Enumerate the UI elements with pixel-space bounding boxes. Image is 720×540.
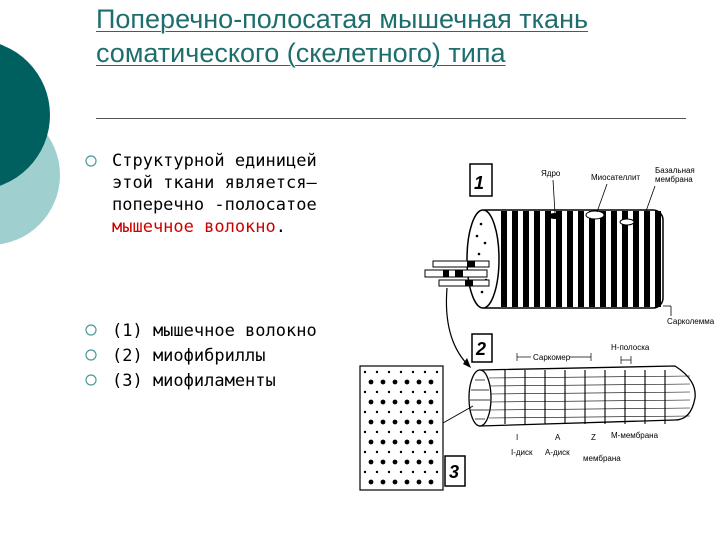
protruding-myofibrils	[425, 261, 489, 286]
decorative-circles	[0, 0, 100, 300]
label-membrane: мембрана	[583, 454, 621, 463]
label-a: A	[555, 433, 561, 442]
label-sarcolemma: Сарколемма	[667, 317, 715, 326]
bullet-marker-icon	[84, 373, 98, 387]
label-basal-1: Базальная	[655, 166, 695, 175]
list-item: (2) миофибриллы	[112, 345, 362, 367]
label-sarcomere: Саркомер	[533, 353, 571, 362]
muscle-fiber-drawing	[425, 210, 663, 308]
number-1: 1	[474, 173, 484, 193]
bullet-text-end: .	[276, 217, 286, 237]
label-i-disk: I-диск	[511, 448, 533, 457]
label-m-membrane: М-мембрана	[611, 431, 659, 440]
number-2: 2	[475, 339, 486, 359]
label-nucleus: Ядро	[541, 169, 561, 178]
list-item: (3) миофиламенты	[112, 370, 362, 392]
bullet-marker-icon	[84, 323, 98, 337]
label-myosatellite: Миосателлит	[591, 173, 640, 182]
label-h-band: Н-полоска	[611, 343, 650, 352]
number-3: 3	[449, 462, 459, 482]
bullet-marker-icon	[84, 154, 98, 168]
slide-title: Поперечно-полосатая мышечная ткань сомат…	[96, 2, 616, 70]
label-a-disk: A-диск	[545, 448, 570, 457]
myofibril-drawing	[469, 366, 695, 426]
label-z: Z	[591, 433, 596, 442]
bullet-text: Структурной единицей этой ткани является…	[112, 151, 317, 215]
highlight-text: мышечное волокно	[112, 217, 276, 237]
list-item: (1) мышечное волокно	[112, 320, 362, 342]
label-basal-2: мембрана	[655, 175, 693, 184]
label-i: I	[516, 433, 518, 442]
title-divider	[96, 118, 686, 119]
bullet-structural-unit: Структурной единицей этой ткани является…	[112, 150, 362, 238]
muscle-fiber-diagram: 1 Ядро Миосателлит Базальная мембрана Са…	[355, 158, 720, 498]
arrow-to-myofibril	[446, 288, 467, 364]
bullet-marker-icon	[84, 348, 98, 362]
